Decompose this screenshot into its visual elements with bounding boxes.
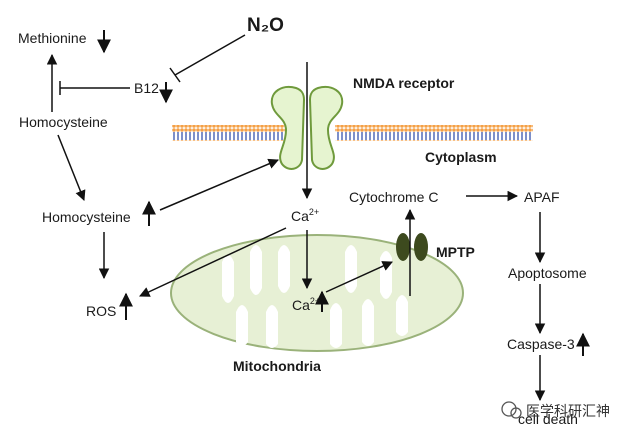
homocysteine-mid-label: Homocysteine	[42, 209, 131, 225]
n2o-label: N₂O	[247, 15, 284, 36]
wechat-icon-bubble	[510, 407, 522, 419]
ca-mito-superscript: 2+	[310, 296, 320, 306]
b12-label: B12	[134, 80, 159, 96]
mitochondria-label: Mitochondria	[233, 358, 321, 374]
membrane-left	[172, 125, 290, 141]
nmda-receptor-shape	[270, 86, 344, 170]
homocysteine-top-label: Homocysteine	[19, 114, 108, 130]
mptp-label: MPTP	[436, 244, 475, 260]
caspase3-label: Caspase-3	[507, 336, 575, 352]
apoptosome-label: Apoptosome	[508, 265, 587, 281]
cytoplasm-label: Cytoplasm	[425, 149, 497, 165]
mptp-pore	[396, 233, 428, 261]
ca-mito-text: Ca	[292, 297, 310, 313]
methionine-label: Methionine	[18, 30, 87, 46]
ca-cytosol-text: Ca	[291, 208, 309, 224]
ca-mito-label: Ca2+	[292, 296, 320, 313]
edge-n2o-inhibits-b12-cap	[169, 67, 181, 83]
apaf-label: APAF	[524, 189, 560, 205]
cytochrome-c-label: Cytochrome C	[349, 189, 438, 205]
watermark-text: 医学科研汇神	[526, 404, 610, 420]
edge-ca-mito-to-mptp	[325, 261, 393, 293]
wechat-icon	[501, 401, 517, 417]
ca-cytosol-label: Ca2+	[291, 207, 319, 224]
edge-n2o-inhibits-b12	[174, 34, 246, 76]
edge-homocysteine-to-elevated	[57, 134, 86, 201]
nmda-receptor-label: NMDA receptor	[353, 75, 455, 91]
edge-ca-to-ros	[139, 227, 287, 297]
watermark: 医学科研汇神	[501, 401, 610, 420]
edge-homocysteine-to-nmda	[159, 158, 279, 211]
ros-label: ROS	[86, 303, 116, 319]
ca-cytosol-superscript: 2+	[309, 207, 319, 217]
membrane-right	[335, 125, 533, 141]
cell-death-label: cell death	[518, 411, 578, 427]
